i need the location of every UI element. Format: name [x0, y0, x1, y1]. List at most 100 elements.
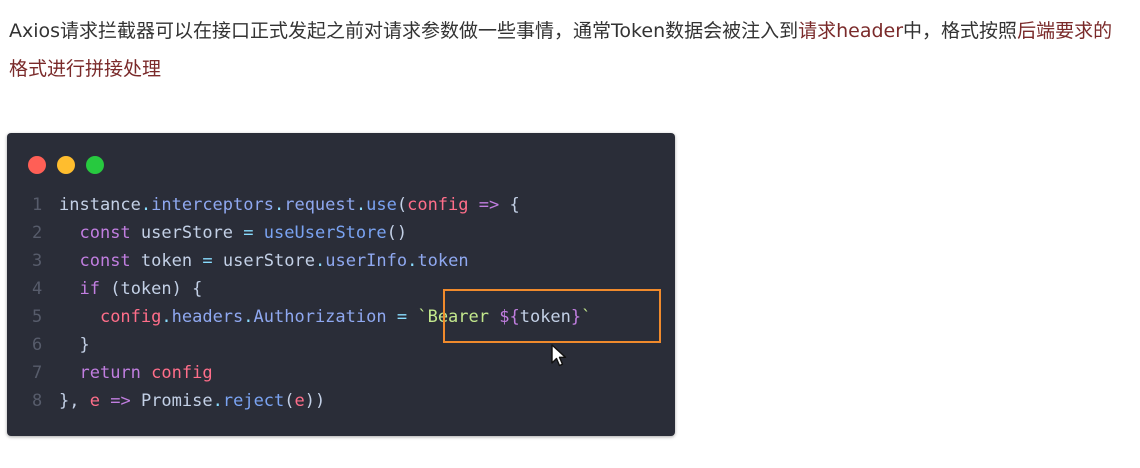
- code-line: 4 if (token) {: [7, 275, 675, 303]
- code-token: (: [284, 391, 295, 411]
- code-token: [59, 279, 79, 299]
- line-number: 4: [32, 279, 43, 299]
- code-token: return: [79, 363, 141, 383]
- code-token: [59, 363, 79, 383]
- code-token: userStore: [222, 251, 315, 271]
- code-token: =: [202, 251, 213, 271]
- code-token: [233, 223, 243, 243]
- code-token: =>: [110, 391, 131, 411]
- code-line: 2 const userStore = useUserStore(): [7, 219, 675, 247]
- code-token: .: [212, 391, 223, 411]
- code-token: token: [417, 251, 469, 271]
- minimize-dot-icon: [57, 156, 75, 174]
- code-token: headers: [171, 307, 244, 327]
- code-token: (): [386, 223, 408, 243]
- intro-paragraph: Axios请求拦截器可以在接口正式发起之前对请求参数做一些事情，通常Token数…: [9, 12, 1129, 88]
- paragraph-text-1: Axios请求拦截器可以在接口正式发起之前对请求参数做一些事情，通常Token数…: [9, 20, 799, 42]
- code-token: .: [314, 251, 326, 271]
- code-token: .: [407, 251, 418, 271]
- code-line: 7 return config: [7, 359, 675, 387]
- code-token: )): [304, 391, 326, 411]
- code-token: [192, 251, 202, 271]
- code-token: token: [120, 279, 172, 299]
- code-token: =>: [478, 195, 500, 215]
- mouse-pointer-icon: [551, 344, 567, 367]
- line-number: 5: [32, 307, 43, 327]
- code-token: [254, 223, 264, 243]
- code-token: }: [570, 307, 582, 327]
- code-token: if: [79, 279, 100, 299]
- code-token: [407, 307, 417, 327]
- code-token: `: [581, 307, 592, 327]
- code-text: const token = userStore.userInfo.token: [59, 247, 469, 275]
- code-text: if (token) {: [59, 275, 202, 303]
- code-token: [131, 223, 141, 243]
- code-token: =: [243, 223, 254, 243]
- close-dot-icon: [28, 156, 46, 174]
- code-token: [141, 363, 151, 383]
- code-line: 6 }: [7, 331, 675, 359]
- code-token: userInfo: [325, 251, 408, 271]
- code-token: .: [273, 195, 285, 215]
- code-token: userStore: [140, 223, 234, 243]
- code-token: (: [396, 195, 408, 215]
- line-number: 3: [32, 251, 43, 271]
- code-text: const userStore = useUserStore(): [59, 219, 407, 247]
- code-token: [59, 251, 79, 271]
- code-token: Authorization: [253, 307, 387, 327]
- code-token: reject: [222, 391, 285, 411]
- code-token: e: [294, 391, 305, 411]
- code-token: request: [284, 195, 356, 215]
- code-token: ${: [499, 307, 520, 327]
- code-token: }: [59, 335, 90, 355]
- code-token: [213, 251, 223, 271]
- code-token: const: [79, 251, 131, 271]
- code-token: {: [499, 195, 520, 215]
- code-token: config: [407, 195, 469, 215]
- code-token: .: [243, 307, 254, 327]
- maximize-dot-icon: [86, 156, 104, 174]
- highlight-backend-format: 后端要求的格式进行拼接处理: [9, 20, 1113, 80]
- line-number: 2: [32, 223, 43, 243]
- code-token: [59, 223, 79, 243]
- code-token: [131, 251, 141, 271]
- code-token: [469, 195, 479, 215]
- code-line: 3 const token = userStore.userInfo.token: [7, 247, 675, 275]
- code-token: [100, 391, 110, 411]
- code-token: e: [89, 391, 100, 411]
- code-text: config.headers.Authorization = `Bearer $…: [59, 303, 591, 331]
- code-token: Promise: [140, 391, 213, 411]
- code-text: }: [59, 331, 90, 359]
- code-token: instance: [59, 195, 141, 215]
- highlight-request-header: 请求header: [798, 20, 904, 42]
- code-token: use: [366, 195, 397, 215]
- code-text: instance.interceptors.request.use(config…: [59, 191, 520, 219]
- code-token: ) {: [171, 279, 203, 299]
- code-token: (: [99, 279, 121, 299]
- line-number: 7: [32, 363, 43, 383]
- code-text: return config: [59, 359, 213, 387]
- line-number: 6: [32, 335, 43, 355]
- code-token: config: [99, 307, 162, 327]
- code-text: }, e => Promise.reject(e)): [59, 387, 325, 415]
- code-token: [387, 307, 397, 327]
- code-token: .: [355, 195, 367, 215]
- code-token: useUserStore: [263, 223, 387, 243]
- code-token: },: [59, 391, 90, 411]
- code-token: .: [161, 307, 172, 327]
- code-token: .: [140, 195, 152, 215]
- line-number: 1: [32, 195, 43, 215]
- code-token: =: [396, 307, 408, 327]
- code-token: token: [519, 307, 571, 327]
- code-line: 8}, e => Promise.reject(e)): [7, 387, 675, 415]
- line-number: 8: [32, 391, 43, 411]
- code-token: [59, 307, 100, 327]
- code-token: const: [79, 223, 131, 243]
- code-token: config: [151, 363, 213, 383]
- code-line: 5 config.headers.Authorization = `Bearer…: [7, 303, 675, 331]
- code-token: interceptors: [151, 195, 274, 215]
- code-token: [131, 391, 141, 411]
